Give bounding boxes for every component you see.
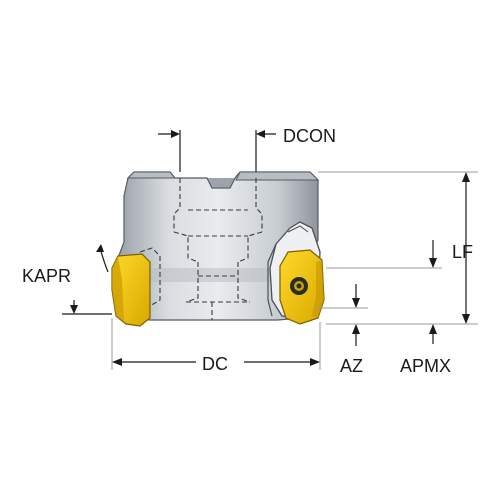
kapr-label: KAPR [22,266,71,286]
right-insert [279,249,325,325]
dc-label: DC [202,354,228,374]
apmx-label: APMX [400,356,451,376]
dcon-label: DCON [283,126,336,146]
dim-apmx [326,240,442,344]
lf-label: LF [452,242,473,262]
left-insert [111,253,151,327]
hidden-bore-lines [139,178,263,320]
dim-kapr [62,244,112,315]
dim-az [314,284,368,346]
dim-dc [111,318,321,370]
dim-lf [318,171,478,325]
dim-dcon [158,130,276,172]
az-label: AZ [340,356,363,376]
